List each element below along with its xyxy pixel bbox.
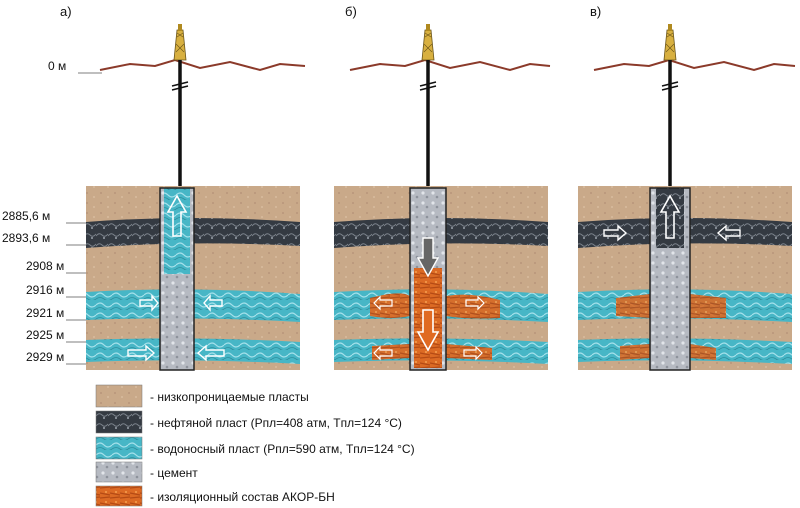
legend-text: - изоляционный состав АКОР-БН — [150, 490, 335, 504]
flow-arrow-icon — [716, 224, 741, 242]
flow-arrow-icon — [166, 194, 188, 237]
ground-surface — [593, 58, 796, 72]
legend-swatch-rock — [95, 384, 143, 408]
legend-text: - цемент — [150, 466, 198, 480]
flow-arrow-icon — [659, 194, 681, 239]
flow-arrow-icon — [127, 344, 156, 362]
flow-arrow-icon — [139, 294, 159, 312]
panel-b — [334, 24, 551, 371]
depth-label: 2908 м — [26, 259, 64, 273]
surface-label: 0 м — [48, 59, 66, 73]
ground-surface — [349, 58, 551, 72]
ground-surface — [99, 58, 306, 72]
depth-label: 2916 м — [26, 283, 64, 297]
panel-c — [578, 24, 796, 371]
flow-arrow-icon — [463, 345, 483, 361]
legend-text: - низкопроницаемые пласты — [150, 390, 309, 404]
legend-text: - водоносный пласт (Pпл=590 атм, Tпл=124… — [150, 442, 415, 456]
flow-arrow-icon — [203, 294, 223, 312]
flow-arrow-icon — [416, 237, 440, 278]
derrick-icon — [663, 24, 677, 61]
legend-swatch-cement — [95, 461, 143, 483]
flow-arrow-icon — [465, 295, 485, 311]
depth-label: 2893,6 м — [2, 231, 50, 245]
derrick-icon — [173, 24, 187, 61]
flow-arrow-icon — [196, 344, 225, 362]
panel-a — [86, 24, 306, 371]
panel-label-c: в) — [590, 4, 601, 19]
depth-label: 2929 м — [26, 350, 64, 364]
depth-label: 2921 м — [26, 306, 64, 320]
legend: - низкопроницаемые пласты - нефтяной пла… — [95, 384, 415, 507]
depth-label: 2925 м — [26, 328, 64, 342]
legend-swatch-isolation — [95, 485, 143, 507]
flow-arrow-icon — [416, 309, 440, 352]
panel-label-b: б) — [345, 4, 357, 19]
legend-swatch-oil — [95, 410, 143, 434]
depth-labels: 2885,6 м 2893,6 м 2908 м 2916 м 2921 м 2… — [2, 209, 160, 365]
panel-label-a: а) — [60, 4, 72, 19]
derrick-icon — [421, 24, 435, 61]
legend-swatch-water — [95, 436, 143, 460]
depth-label: 2885,6 м — [2, 209, 50, 223]
legend-text: - нефтяной пласт (Pпл=408 атм, Tпл=124 °… — [150, 416, 402, 430]
flow-arrow-icon — [373, 295, 393, 311]
flow-arrow-icon — [603, 224, 628, 242]
flow-arrow-icon — [373, 345, 393, 361]
